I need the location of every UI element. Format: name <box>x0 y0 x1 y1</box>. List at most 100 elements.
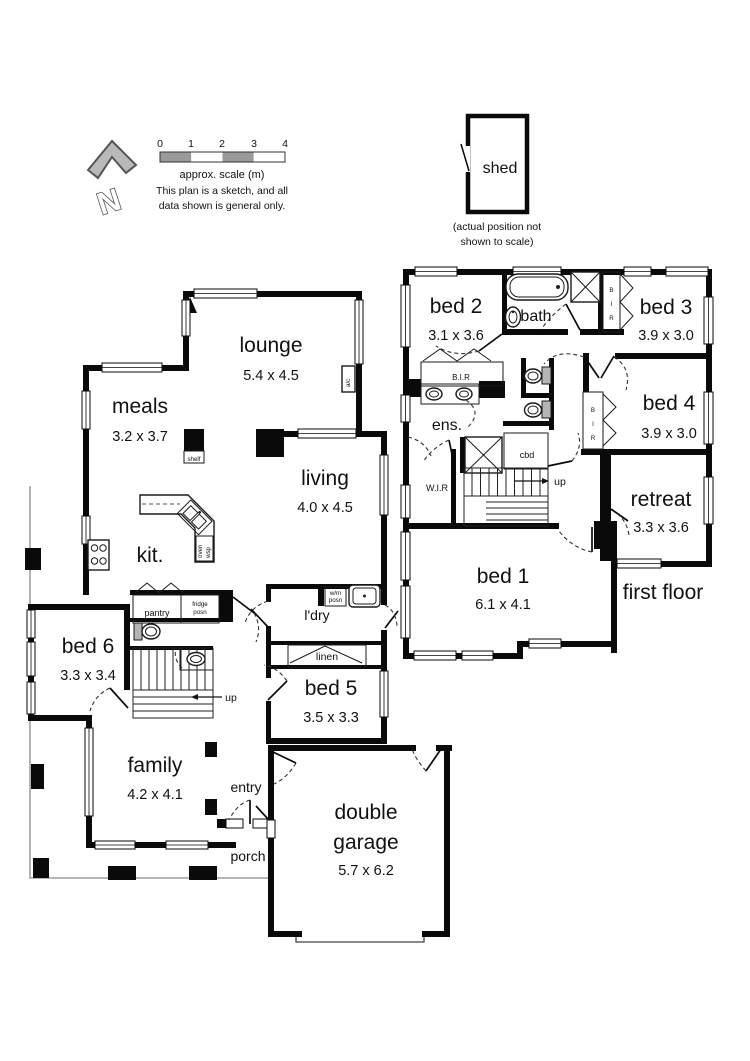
bed5-label: bed 5 <box>305 677 358 700</box>
cooktop <box>87 539 110 571</box>
bath-label: bath <box>520 308 551 325</box>
fridge-label-1: fridge <box>192 601 208 608</box>
wsp-label: wsp <box>205 546 212 559</box>
basin-counter <box>179 647 214 671</box>
scale-tick-3: 3 <box>251 138 257 150</box>
stairs-first: up <box>463 467 566 527</box>
bed3-bir-r: R <box>609 315 614 322</box>
bed2-label: bed 2 <box>430 295 483 318</box>
scale-caption: approx. scale (m) <box>180 169 265 181</box>
vanity-sink <box>455 387 473 401</box>
shed: shed (actual position not shown to scale… <box>453 113 541 248</box>
oven-label: oven <box>197 544 204 558</box>
porch-label: porch <box>230 848 265 864</box>
bed4-label: bed 4 <box>643 392 696 415</box>
living-dims: 4.0 x 4.5 <box>297 500 353 516</box>
laundry-fixtures: w/m posn <box>324 584 381 608</box>
bed4-bir-b: B <box>591 407 595 414</box>
north-arrow: N <box>86 139 138 223</box>
shed-label: shed <box>483 160 518 177</box>
doors-ground <box>89 596 442 824</box>
pantry-label: pantry <box>144 608 170 618</box>
vanity <box>420 383 480 405</box>
disclaimer-line-1: This plan is a sketch, and all <box>156 185 288 197</box>
toilet <box>141 623 161 640</box>
retreat-dims: 3.3 x 3.6 <box>633 520 689 536</box>
family-label: family <box>128 754 183 777</box>
scale-seg <box>222 152 254 162</box>
vanity-sink <box>425 387 443 401</box>
retreat-label: retreat <box>631 488 692 511</box>
kitchen-fixtures: oven wsp pantry fridge posn shelf a/c <box>87 365 356 624</box>
fridge-box <box>180 594 220 624</box>
first-floor-plan: up bed 2 3.1 x 3.6 bath bed 3 3.9 x 3.0 … <box>400 266 714 661</box>
wm-label-2: posn <box>329 597 343 604</box>
wir-label: W.I.R <box>426 483 448 493</box>
garage-label-2: garage <box>333 831 398 854</box>
shed-note-1: (actual position not <box>453 221 541 233</box>
ens-label: ens. <box>432 417 462 434</box>
laundry-label: l'dry <box>304 607 329 623</box>
ground-up-label: up <box>225 692 237 704</box>
cbd-cupboard <box>503 432 549 470</box>
pantry-doors <box>134 582 184 594</box>
scale-tick-4: 4 <box>282 138 288 150</box>
wm-label-1: w/m <box>329 590 341 597</box>
bed4-dims: 3.9 x 3.0 <box>641 426 697 442</box>
stairs-ground: up <box>132 647 237 719</box>
bed2-dims: 3.1 x 3.6 <box>428 328 484 344</box>
bed1-label: bed 1 <box>477 565 530 588</box>
first-up-label: up <box>554 476 566 488</box>
north-arrow-glyph <box>86 139 138 180</box>
bed3-label: bed 3 <box>640 296 693 319</box>
scale-tick-2: 2 <box>219 138 225 150</box>
porch-post <box>189 866 217 880</box>
kitchen-label: kit. <box>137 544 164 567</box>
oven-box <box>195 535 214 562</box>
lounge-label: lounge <box>239 334 302 357</box>
meals-dims: 3.2 x 3.7 <box>112 429 168 445</box>
deck-porch-outline <box>25 486 268 880</box>
robe-doors <box>422 348 492 362</box>
linen-box <box>287 644 367 668</box>
ac-label: a/c <box>345 379 352 387</box>
windows-ground <box>26 288 389 850</box>
shed-door-leaf <box>460 143 470 172</box>
bath-fixtures <box>504 271 601 328</box>
porch-post <box>25 548 41 570</box>
doors-first <box>407 303 630 553</box>
windows-first <box>400 266 714 661</box>
powder-room-fixtures <box>133 622 214 671</box>
porch-post <box>33 858 49 878</box>
ensuite-fixtures <box>420 348 549 474</box>
scale-tick-1: 1 <box>188 138 194 150</box>
lounge-dims: 5.4 x 4.5 <box>243 368 299 384</box>
bed6-label: bed 6 <box>62 635 115 658</box>
scale-tick-0: 0 <box>157 138 163 150</box>
porch-post <box>108 866 136 880</box>
shed-note-2: shown to scale) <box>461 236 534 248</box>
toilet-tank <box>541 400 552 419</box>
kitchen-sink <box>176 499 213 536</box>
labels-ground: lounge 5.4 x 4.5 meals 3.2 x 3.7 living … <box>60 334 399 879</box>
garage-dims: 5.7 x 6.2 <box>338 863 394 879</box>
up-arrowhead <box>191 694 198 700</box>
bed3-bir-i: I <box>611 301 613 308</box>
porch-post <box>31 764 44 789</box>
bathtub <box>505 273 569 301</box>
linen-label: linen <box>316 651 338 663</box>
toilet-tank <box>133 622 143 641</box>
basin <box>186 651 206 667</box>
washing-machine <box>324 586 347 607</box>
scale-bar: 0 1 2 3 4 approx. scale (m) This plan is… <box>156 138 288 212</box>
shelf-label: shelf <box>187 456 200 463</box>
labels-first: bed 2 3.1 x 3.6 bath bed 3 3.9 x 3.0 bed… <box>426 287 703 613</box>
ac-unit <box>341 365 356 393</box>
ground-floor-plan: up oven wsp pantry fridge posn shelf <box>25 288 452 943</box>
bir-robe <box>420 361 504 387</box>
bed3-dims: 3.9 x 3.0 <box>638 328 694 344</box>
bed5-dims: 3.5 x 3.3 <box>303 710 359 726</box>
wc-fixtures-first <box>523 366 552 419</box>
first-floor-title: first floor <box>623 581 704 604</box>
